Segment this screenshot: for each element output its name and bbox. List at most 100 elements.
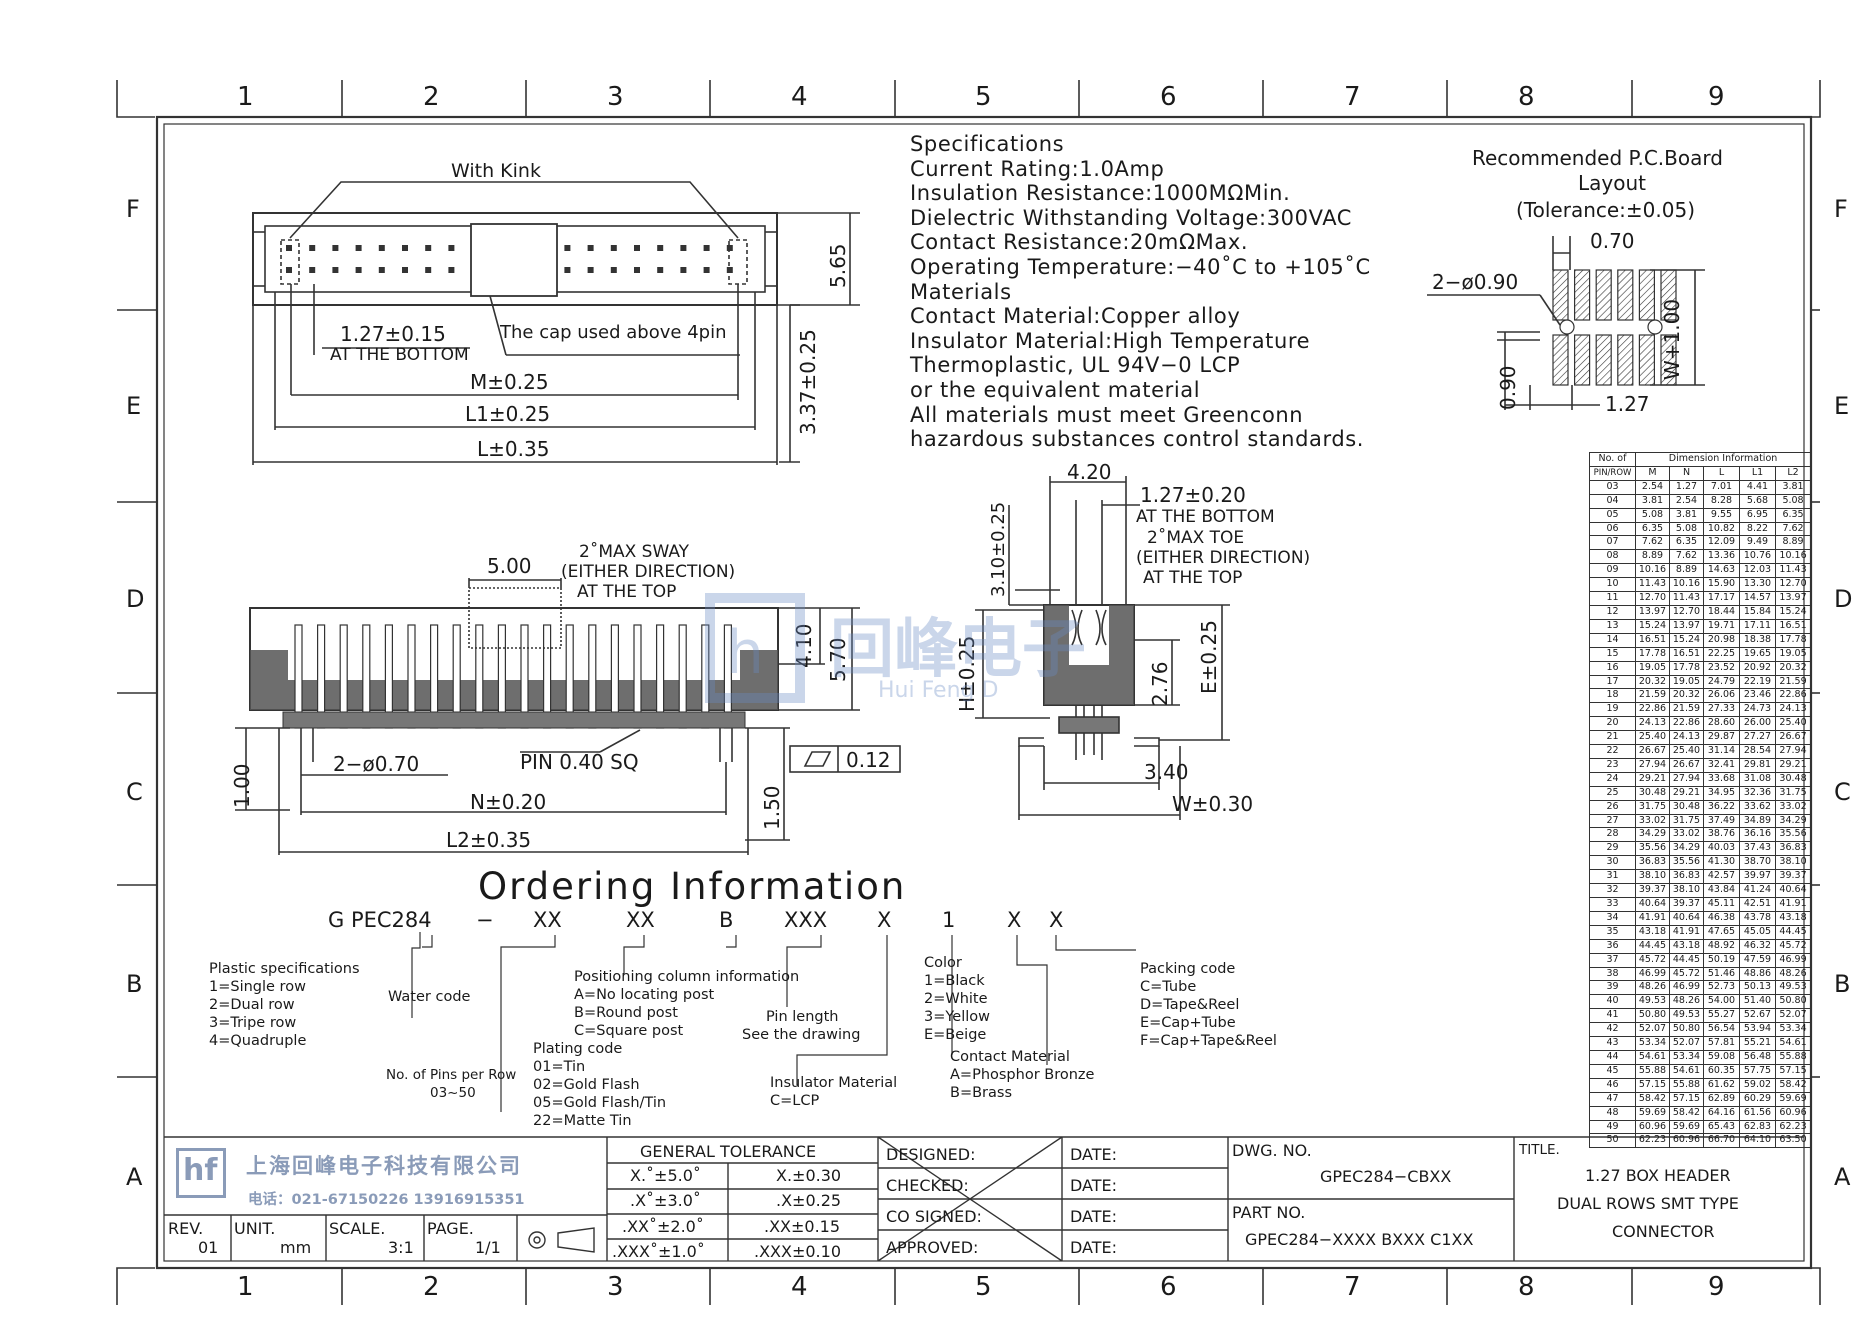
- pcb-hole: [1647, 319, 1663, 335]
- table-cell: 42: [1589, 1022, 1636, 1038]
- pcb-title-1: Recommended P.C.Board: [1472, 146, 1723, 170]
- pcb-tolerance: (Tolerance:±0.05): [1516, 198, 1696, 222]
- table-cell: 60.96: [1635, 1119, 1670, 1135]
- table-header-no: No. of: [1589, 452, 1636, 467]
- dim-337: 3.37±0.25: [796, 329, 820, 435]
- table-cell: 20.32: [1669, 688, 1704, 704]
- table-cell: 10.16: [1635, 563, 1670, 579]
- table-cell: 33.02: [1669, 827, 1704, 843]
- table-cell: 8.89: [1774, 535, 1812, 551]
- company-logo-icon: hf: [183, 1153, 218, 1188]
- pin-square: [564, 267, 571, 273]
- table-cell: 15.24: [1774, 604, 1812, 620]
- col-label-4: 4: [791, 82, 808, 112]
- table-cell: 19.05: [1774, 646, 1812, 662]
- table-cell: 35: [1589, 924, 1636, 940]
- dwg-value: GPEC284−CBXX: [1320, 1167, 1452, 1186]
- table-cell: 12.70: [1774, 577, 1812, 593]
- table-cell: 45.72: [1774, 938, 1812, 954]
- table-col-header: L: [1703, 465, 1740, 481]
- table-cell: 5.08: [1635, 507, 1670, 523]
- row-label-c-right: C: [1834, 778, 1851, 806]
- color-opt: 3=Yellow: [924, 1009, 991, 1025]
- toe-line2: (EITHER DIRECTION): [1136, 548, 1311, 568]
- pin-square: [425, 267, 432, 273]
- cap-note: The cap used above 4pin: [500, 322, 727, 343]
- color-opt: 1=Black: [924, 973, 985, 989]
- sway-line1: 2˚MAX SWAY: [579, 542, 690, 562]
- title-label: TITLE.: [1519, 1142, 1560, 1158]
- table-cell: 42.51: [1739, 897, 1776, 912]
- table-cell: 22.86: [1635, 702, 1670, 718]
- plating-opt: 22=Matte Tin: [533, 1113, 632, 1129]
- pin-square: [680, 267, 687, 273]
- col-label-7-bottom: 7: [1344, 1272, 1361, 1302]
- pin-square: [703, 245, 710, 251]
- packing-code: Packing code C=Tube D=Tape&Reel E=Cap+Tu…: [1140, 960, 1277, 1050]
- table-cell: 22: [1589, 744, 1636, 759]
- designed-date: DATE:: [1070, 1145, 1118, 1164]
- table-cell: 39.37: [1774, 869, 1812, 885]
- table-cell: 46.32: [1739, 938, 1776, 954]
- cosigned-label: CO SIGNED:: [886, 1207, 982, 1226]
- table-cell: 13: [1589, 618, 1636, 634]
- toe-line3: AT THE TOP: [1143, 568, 1243, 588]
- table-cell: 18: [1589, 688, 1636, 704]
- table-cell: 22.19: [1739, 674, 1776, 690]
- plating-title: Plating code: [533, 1041, 623, 1057]
- pin-square: [587, 267, 594, 273]
- table-cell: 50.19: [1703, 952, 1740, 968]
- table-cell: 62.89: [1703, 1091, 1740, 1107]
- table-cell: 49.53: [1635, 994, 1670, 1010]
- tolerance-angle: X.˚±5.0˚: [630, 1166, 701, 1185]
- spec-line: Insulator Material:High Temperature: [910, 328, 1311, 353]
- packing-title: Packing code: [1140, 961, 1236, 977]
- col-label-3: 3: [607, 82, 624, 112]
- pin-square: [448, 245, 455, 251]
- checked-label: CHECKED:: [886, 1176, 969, 1195]
- table-cell: 50.80: [1669, 1022, 1704, 1038]
- side-view: [975, 476, 1230, 820]
- table-cell: 52.07: [1774, 1008, 1812, 1024]
- table-cell: 29.87: [1703, 730, 1740, 746]
- table-cell: 37: [1589, 952, 1636, 968]
- table-cell: 39.97: [1739, 869, 1776, 885]
- table-cell: 48.26: [1669, 994, 1704, 1010]
- row-label-e-right: E: [1834, 392, 1850, 420]
- table-cell: 15.24: [1635, 618, 1670, 634]
- dim-500: 5.00: [487, 554, 532, 578]
- table-cell: 22.86: [1669, 716, 1704, 732]
- table-cell: 27: [1589, 813, 1636, 829]
- dim-n: N±0.20: [470, 790, 547, 814]
- code-part: X: [1007, 908, 1022, 932]
- table-cell: 09: [1589, 563, 1636, 579]
- table-cell: 05: [1589, 507, 1636, 523]
- top-view: [252, 181, 860, 465]
- table-cell: 32.41: [1703, 757, 1740, 773]
- contact-material: Contact Material A=Phosphor Bronze B=Bra…: [950, 1048, 1094, 1102]
- table-cell: 53.94: [1739, 1022, 1776, 1038]
- table-cell: 7.62: [1669, 549, 1704, 565]
- table-cell: 20.98: [1703, 632, 1740, 648]
- dim-310: 3.10±0.25: [988, 501, 1009, 597]
- table-cell: 10.76: [1739, 549, 1776, 565]
- table-cell: 20.92: [1739, 660, 1776, 676]
- table-cell: 52.07: [1635, 1022, 1670, 1038]
- dim-m: M±0.25: [470, 370, 549, 394]
- table-cell: 61.62: [1703, 1077, 1740, 1093]
- table-cell: 19.05: [1669, 674, 1704, 690]
- tolerance-angle: .XX˚±2.0˚: [622, 1217, 704, 1236]
- table-cell: 59.69: [1774, 1091, 1812, 1107]
- table-cell: 52.73: [1703, 980, 1740, 996]
- table-cell: 38: [1589, 966, 1636, 982]
- table-cell: 6.35: [1774, 507, 1812, 523]
